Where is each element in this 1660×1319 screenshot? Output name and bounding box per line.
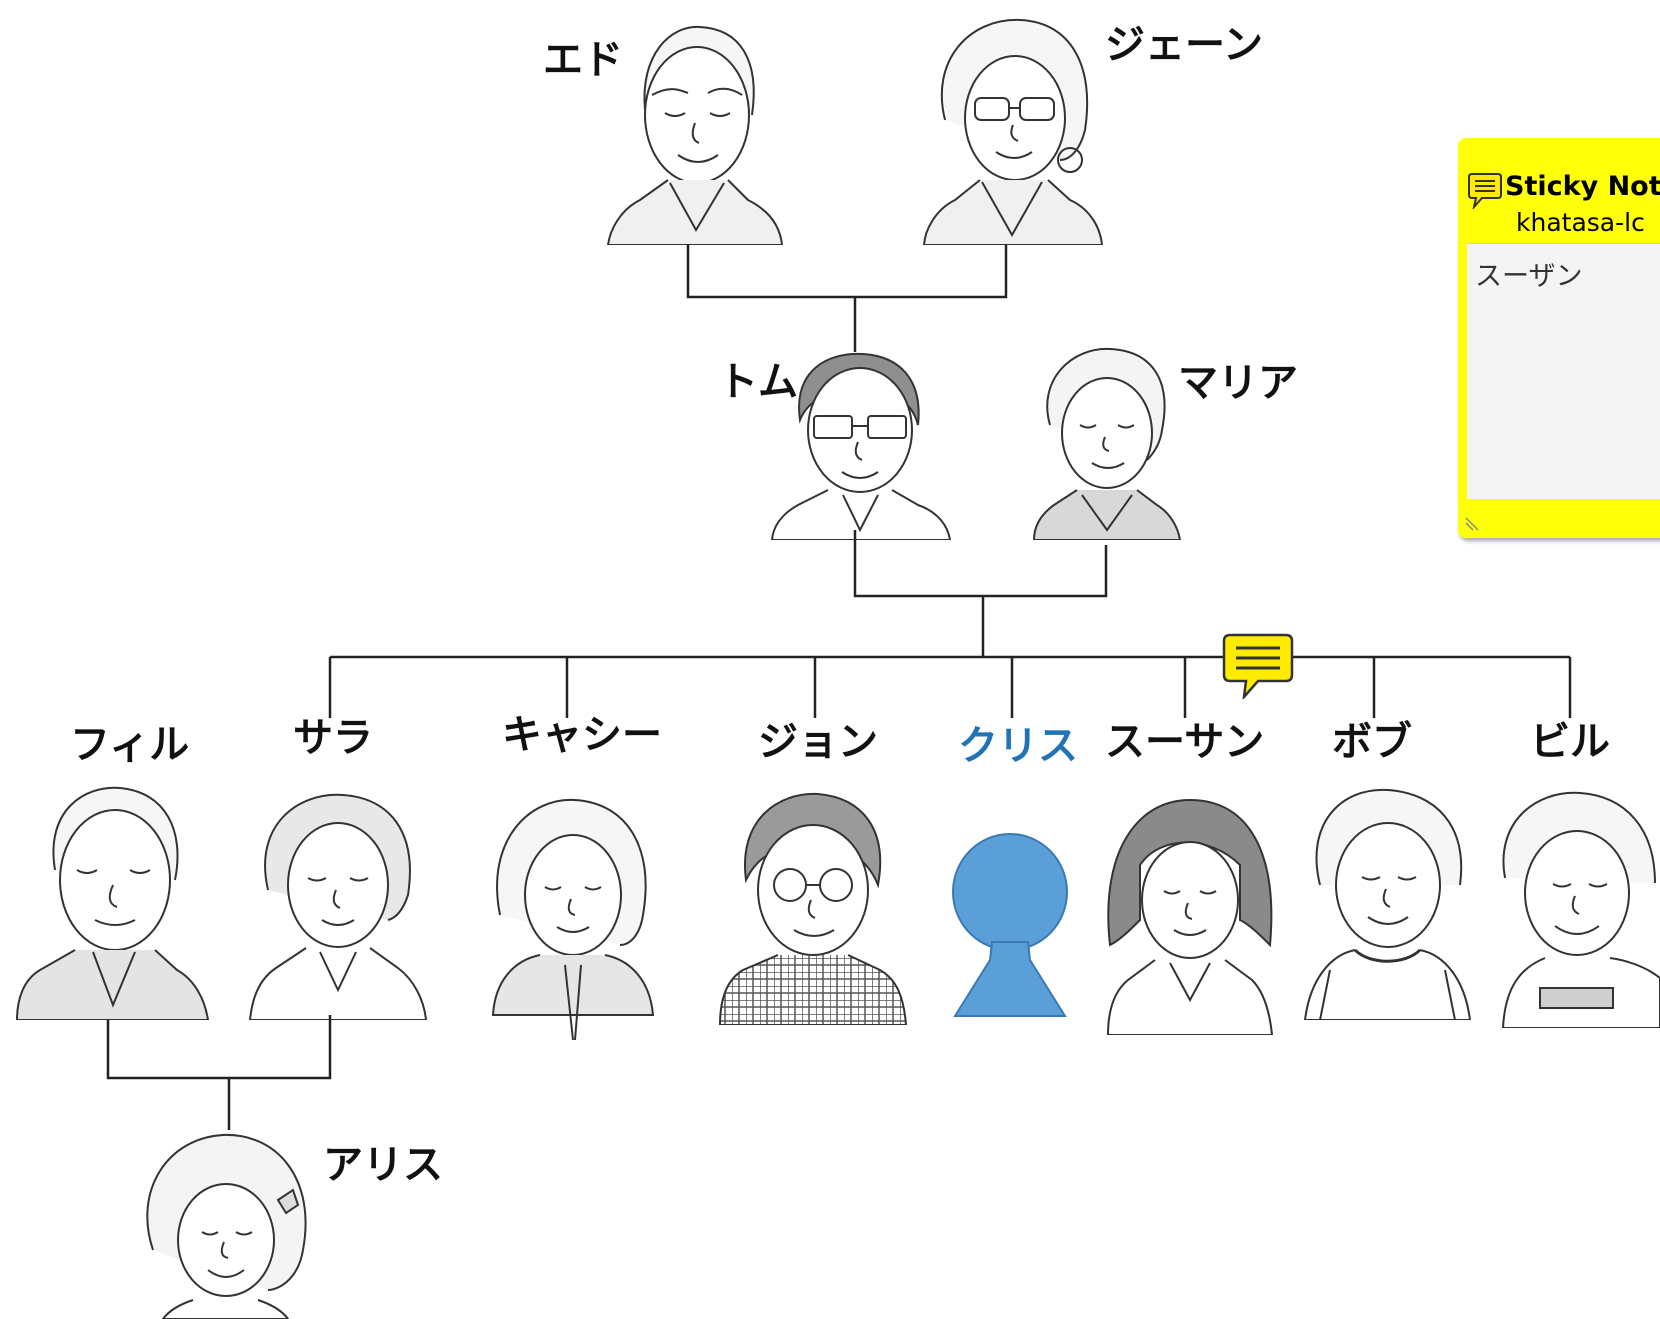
name-bill: ビル (1530, 719, 1610, 765)
tom-portrait (770, 352, 952, 540)
sticky-note-marker-icon[interactable] (1222, 633, 1294, 699)
cathy-portrait (491, 798, 655, 1041)
name-chris: クリス (958, 723, 1078, 769)
chris-placeholder-avatar (952, 833, 1068, 1017)
maria-portrait (1032, 347, 1182, 540)
phil-portrait (15, 786, 210, 1020)
bob-portrait (1303, 788, 1472, 1020)
bill-portrait (1501, 791, 1660, 1028)
sticky-note-header[interactable]: Sticky Not khatasa-lc (1458, 138, 1660, 248)
sticky-note-text[interactable]: スーザン (1475, 261, 1583, 292)
sticky-note-body[interactable]: スーザン (1467, 243, 1660, 499)
name-cathy: キャシー (502, 712, 662, 758)
name-tom: トム (718, 359, 798, 405)
resize-grip-icon[interactable] (1464, 516, 1482, 532)
name-bob: ボブ (1332, 719, 1412, 765)
name-phil: フィル (70, 722, 190, 768)
name-susan: スーサン (1105, 719, 1265, 765)
speech-bubble-icon (1468, 173, 1502, 209)
susan-portrait (1106, 798, 1274, 1035)
jane-portrait (922, 18, 1104, 245)
name-ed: エド (543, 37, 623, 83)
name-john: ジョン (758, 719, 878, 765)
name-maria: マリア (1178, 360, 1298, 406)
name-jane: ジェーン (1105, 22, 1263, 68)
name-alice: アリス (323, 1142, 443, 1188)
ed-portrait (606, 25, 784, 245)
name-sara: サラ (293, 715, 373, 761)
sticky-note-popup[interactable]: Sticky Not khatasa-lc スーザン (1458, 138, 1660, 538)
john-portrait (718, 792, 908, 1025)
sticky-note-author: khatasa-lc (1516, 208, 1645, 237)
sticky-note-title: Sticky Not (1505, 171, 1660, 202)
sara-portrait (248, 793, 428, 1020)
alice-portrait (146, 1133, 307, 1319)
